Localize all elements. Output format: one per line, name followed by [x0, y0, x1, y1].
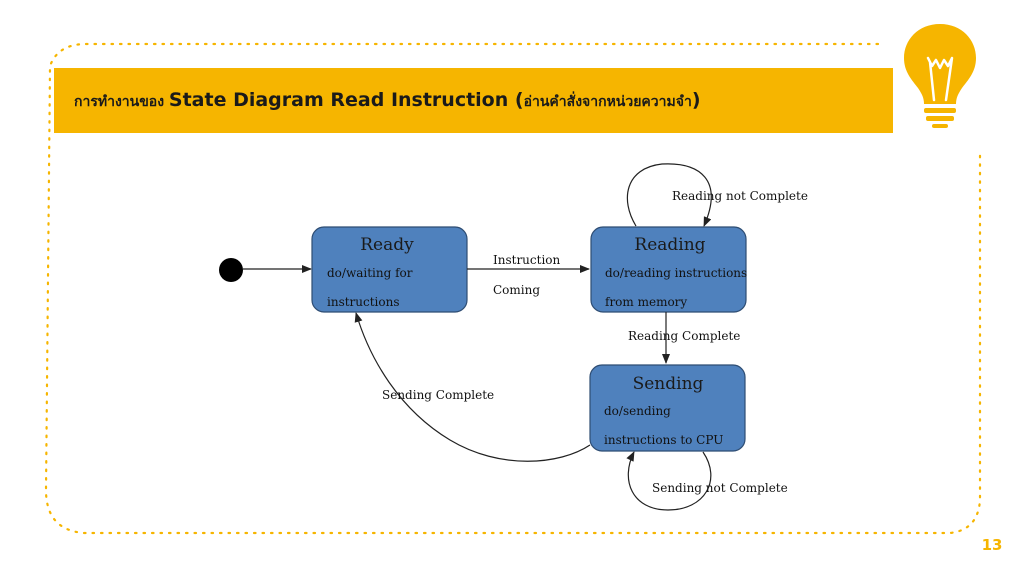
title-prefix: การทำงานของ [74, 93, 169, 110]
transition-sending-self-loop [626, 451, 712, 511]
state-ready-name: Ready [360, 235, 414, 255]
title-main: State Diagram Read Instruction [168, 88, 509, 111]
state-sending: Sending do/sending instructions to CPU [589, 364, 746, 452]
state-sending-activity-line2: instructions to CPU [604, 433, 723, 447]
transition-sending-to-ready [354, 312, 591, 462]
page-number: 13 [981, 536, 1003, 554]
label-sending-not-complete: Sending not Complete [652, 481, 788, 495]
slide-title: การทำงานของ State Diagram Read Instructi… [74, 89, 701, 113]
state-reading-name: Reading [634, 235, 705, 255]
state-ready-activity-line1: do/waiting for [327, 266, 413, 280]
label-sending-complete: Sending Complete [382, 388, 494, 402]
state-ready: Ready do/waiting for instructions [311, 226, 468, 313]
state-sending-activity-line1: do/sending [604, 404, 671, 418]
initial-state-node [219, 258, 243, 282]
state-reading: Reading do/reading instructions from mem… [590, 226, 747, 313]
lightbulb-icon [904, 24, 976, 128]
title-paren-close: ) [691, 88, 701, 111]
title-suffix: อ่านคำสั่งจากหน่วยความจำ [523, 93, 692, 110]
dotted-frame-top [44, 42, 982, 535]
state-sending-name: Sending [633, 374, 704, 394]
state-reading-activity-line1: do/reading instructions [605, 266, 747, 280]
state-reading-activity-line2: from memory [605, 295, 687, 309]
title-paren-open: ( [508, 88, 524, 111]
label-instruction-coming-2: Coming [493, 283, 540, 297]
label-reading-not-complete: Reading not Complete [672, 189, 808, 203]
state-ready-activity-line2: instructions [327, 295, 400, 309]
label-instruction-coming-1: Instruction [493, 253, 561, 267]
transition-reading-self-loop [626, 163, 712, 227]
label-reading-complete: Reading Complete [628, 329, 740, 343]
title-bar: การทำงานของ State Diagram Read Instructi… [54, 68, 893, 133]
